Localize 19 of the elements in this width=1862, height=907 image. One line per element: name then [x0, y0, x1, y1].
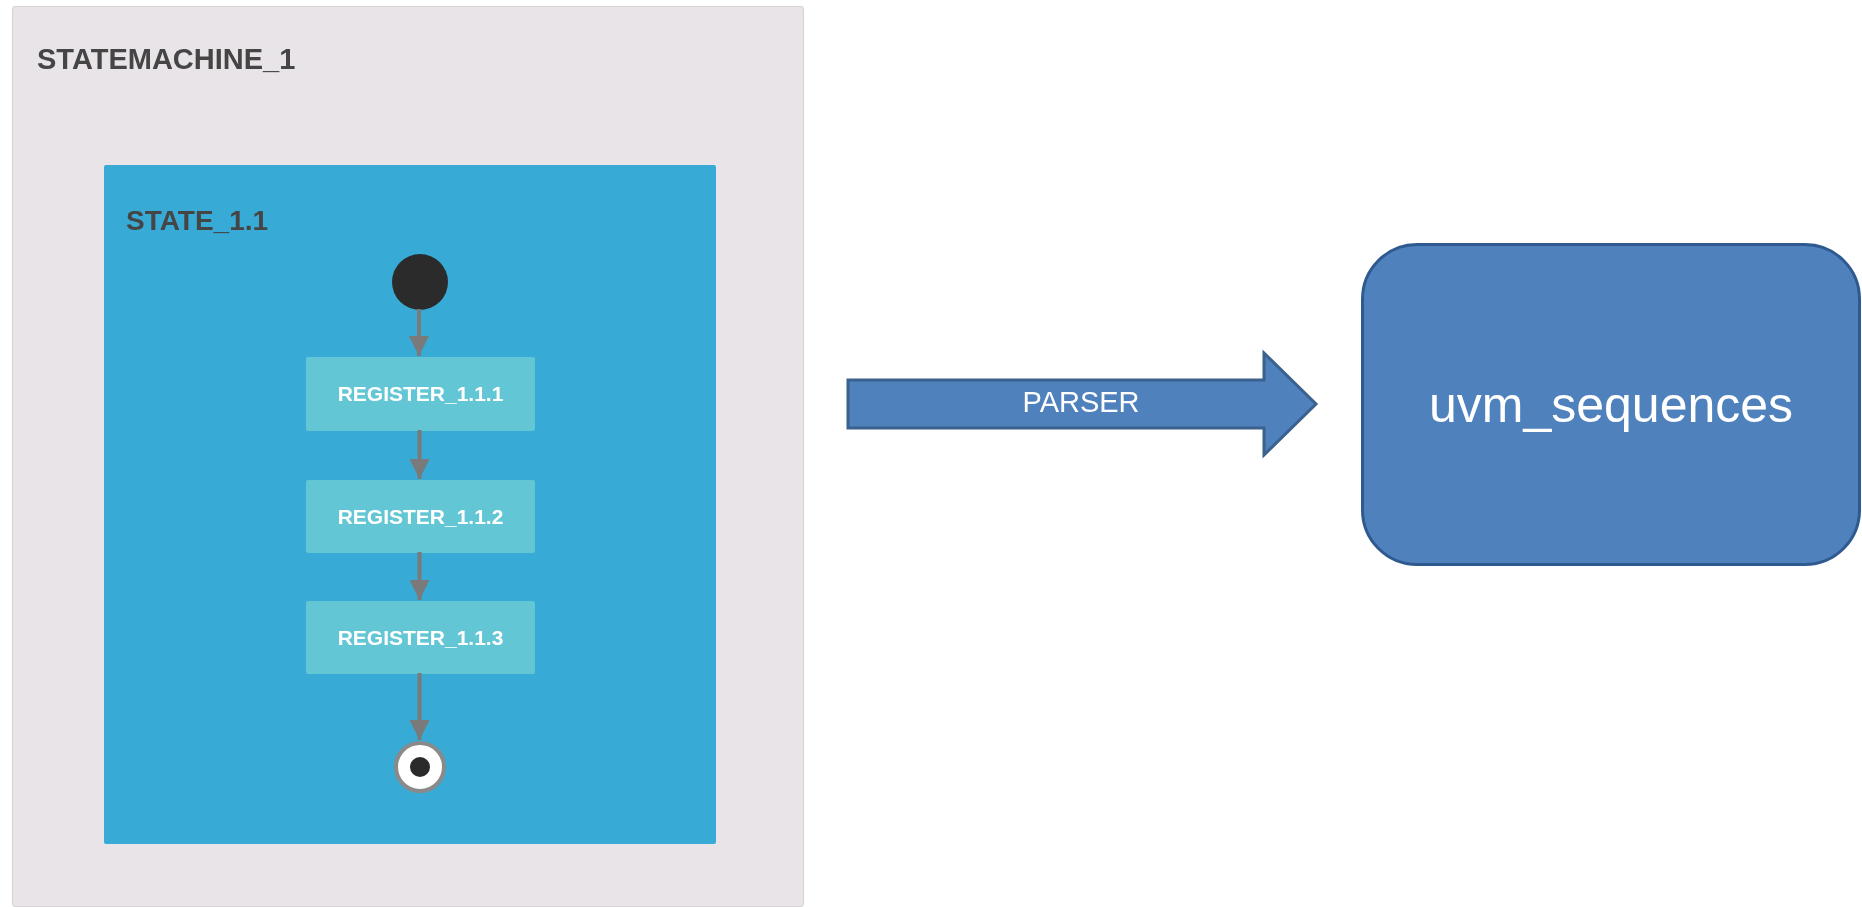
register-box — [306, 480, 535, 553]
state-machine-container — [12, 6, 804, 907]
state-container — [104, 165, 716, 844]
arrow — [409, 430, 430, 479]
edge-label: PARSER — [1021, 386, 1141, 419]
arrow — [409, 552, 430, 600]
container-title: STATEMACHINE_1 — [37, 43, 296, 76]
register-label: REGISTER_1.1.2 — [336, 504, 505, 529]
process-box — [1361, 243, 1861, 566]
arrow — [409, 309, 429, 356]
initial-state-dot — [392, 254, 448, 310]
final-state-dot — [394, 741, 446, 793]
register-box — [306, 357, 535, 431]
container-title: STATE_1.1 — [126, 205, 269, 237]
register-label: REGISTER_1.1.1 — [336, 382, 505, 406]
process-label: uvm_sequences — [1427, 375, 1795, 434]
register-box — [306, 601, 535, 674]
arrow — [409, 673, 430, 740]
register-label: REGISTER_1.1.3 — [336, 625, 505, 650]
